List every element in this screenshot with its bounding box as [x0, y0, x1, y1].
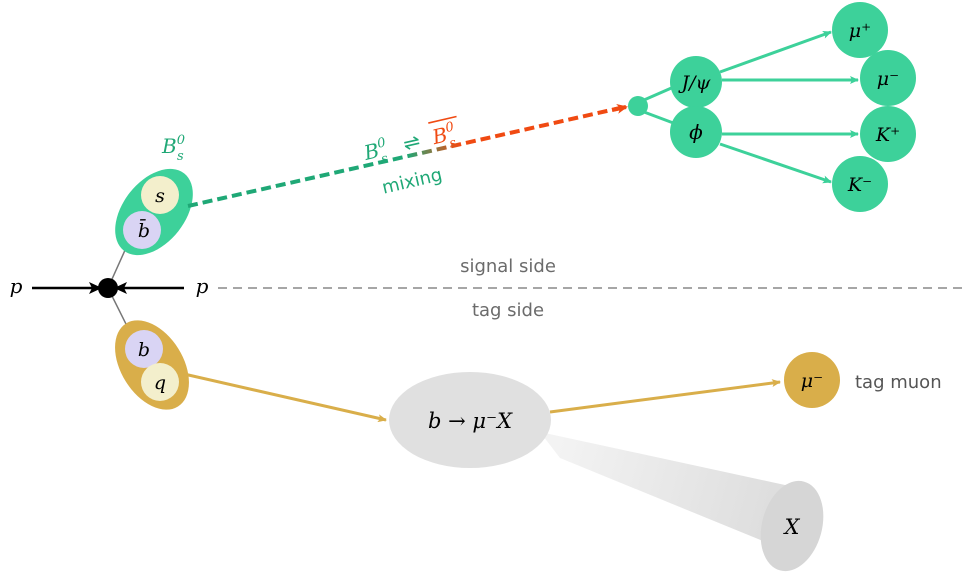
phi-label: ϕ — [689, 120, 703, 144]
mixing-label: mixing — [380, 164, 444, 198]
b-quark-label: b — [138, 339, 150, 361]
svg-text:B0s: B0s — [429, 120, 459, 156]
semileptonic-decay-label: b → μ⁻X — [428, 409, 513, 433]
signal-side-label: signal side — [460, 256, 556, 277]
k-minus-particle — [832, 156, 888, 212]
tag-muon-label: tag muon — [855, 372, 942, 393]
svg-text:B0s: B0s — [361, 135, 391, 171]
mixing-formula: B0s ⇌ B0s — [361, 115, 459, 171]
mu-minus-particle — [860, 50, 916, 106]
tag-muon-particle — [784, 352, 840, 408]
beam-right-label: p — [196, 274, 209, 298]
jpsi-to-muplus-arrow — [719, 30, 832, 74]
x-label: X — [783, 515, 801, 539]
phi-particle — [670, 106, 722, 158]
mu-plus-particle — [832, 2, 888, 58]
tag-muon-symbol: μ⁻ — [801, 370, 823, 392]
k-minus-label: K⁻ — [847, 174, 872, 196]
phi-to-kminus-arrow — [719, 142, 832, 184]
bs-decay-vertex — [628, 96, 648, 116]
k-plus-particle — [860, 106, 916, 162]
mu-minus-label: μ⁻ — [877, 68, 899, 90]
vertex-to-jpsi — [643, 84, 677, 102]
semileptonic-decay-blob — [389, 372, 551, 468]
tag-b-meson: b q — [115, 320, 189, 410]
tag-b-to-decay-arrow — [183, 372, 387, 423]
s-quark — [141, 176, 179, 214]
mixing-arrowhead — [611, 103, 628, 114]
decay-to-tag-muon-arrow — [549, 379, 781, 414]
k-plus-label: K⁺ — [875, 124, 900, 146]
bbar-quark-label: b̄ — [138, 218, 150, 242]
mu-plus-label: μ⁺ — [849, 20, 871, 42]
x-jet-cone — [540, 432, 808, 548]
beam-left-label: p — [10, 274, 23, 298]
mixing-antiparticle-bar — [428, 115, 457, 124]
vertex-to-phi — [643, 110, 677, 126]
s-quark-label: s — [155, 185, 165, 207]
bs-meson: s b̄ — [115, 168, 193, 256]
tag-side-label: tag side — [472, 300, 544, 321]
primary-vertex — [98, 278, 118, 298]
jpsi-particle — [670, 56, 722, 108]
bbar-quark — [123, 211, 161, 249]
mixing-oscillation-symbol: ⇌ — [401, 129, 423, 156]
q-quark — [141, 363, 179, 401]
b-quark — [125, 330, 163, 368]
jpsi-label: J/ψ — [678, 72, 712, 94]
x-blob — [760, 480, 824, 572]
mixing-dashed-line — [187, 106, 621, 208]
q-quark-label: q — [154, 372, 166, 394]
